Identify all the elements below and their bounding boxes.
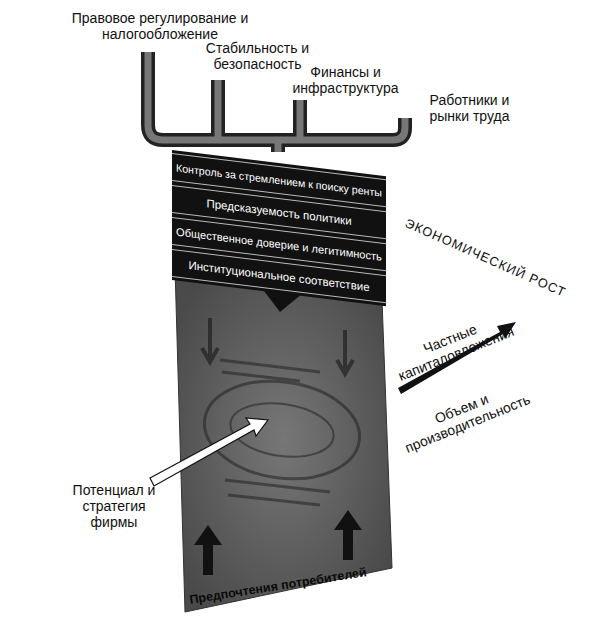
firm-panel xyxy=(175,268,392,612)
growth-label: Частные капиталовложения xyxy=(377,303,528,389)
firm-label: Потенциал и стратегия фирмы xyxy=(72,482,156,530)
factor-label: Работники и рынки труда xyxy=(412,92,527,124)
growth-title: ЭКОНОМИЧЕСКИЙ РОСТ xyxy=(402,215,568,301)
diamond-blur xyxy=(198,318,366,505)
factor-label: Финансы и инфраструктура xyxy=(278,64,413,96)
up-arrows xyxy=(194,510,362,575)
firm-pointer xyxy=(150,418,268,486)
stripe-text: Предсказуемость политики xyxy=(206,197,351,227)
institution-band: Контроль за стремлением к поиску рентыПр… xyxy=(172,150,386,306)
factor-label: Стабильность и безопасность xyxy=(195,40,320,72)
factor-label: Правовое регулирование и налогообложение xyxy=(60,10,260,42)
